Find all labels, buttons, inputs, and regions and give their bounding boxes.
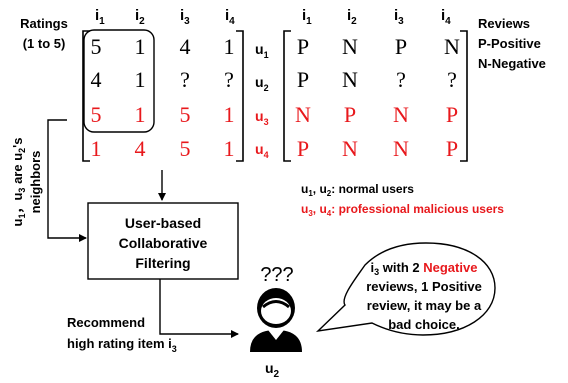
cf-box-line2: Collaborative: [119, 235, 208, 251]
bubble-line2: reviews, 1 Positive: [366, 279, 482, 294]
cf-box-line1: User-based: [125, 215, 201, 231]
user-u2-label: u2: [265, 360, 280, 380]
review-item-header: i3: [394, 7, 404, 27]
review-cell: P: [297, 136, 309, 161]
bubble-line4: bad choice.: [388, 317, 460, 332]
rating-item-header: i4: [225, 7, 235, 27]
reviews-right-bracket: [460, 30, 468, 162]
legend-positive: P-Positive: [478, 36, 541, 51]
user-avatar-icon: [250, 288, 302, 352]
review-cell: N: [393, 102, 409, 127]
review-cell: N: [342, 67, 358, 92]
neighbors-label-line2: neighbors: [28, 151, 43, 214]
review-cell: P: [446, 136, 458, 161]
legend-normal-users: u1, u2: normal users: [301, 182, 414, 198]
rating-cell: 4: [180, 34, 191, 59]
rating-cell: 5: [91, 102, 102, 127]
review-cell: N: [295, 102, 311, 127]
ratings-left-bracket: [82, 30, 90, 162]
neighbors-arrow: [47, 119, 87, 242]
rating-cell: 1: [91, 136, 102, 161]
rating-cell: 4: [135, 136, 146, 161]
reviews-title: Reviews: [478, 16, 530, 31]
review-item-headers: i1 i2 i3 i4: [302, 7, 451, 27]
bubble-line1: i3 with 2 Negative: [371, 260, 478, 277]
rating-cell: 5: [180, 136, 191, 161]
rating-item-header: i2: [135, 7, 145, 27]
user-label: u3: [255, 108, 269, 127]
rating-cell: 1: [135, 34, 146, 59]
rating-cell: ?: [224, 67, 234, 92]
review-cell: P: [446, 102, 458, 127]
confused-question-marks: ???: [260, 264, 293, 286]
user-labels: u1 u2 u3 u4: [255, 41, 269, 160]
ratings-item-headers: i1 i2 i3 i4: [95, 7, 235, 27]
rating-cell: 1: [224, 102, 235, 127]
review-cell: P: [395, 34, 407, 59]
review-cell: ?: [447, 67, 457, 92]
ratings-title: Ratings: [20, 16, 68, 31]
review-item-header: i1: [302, 7, 312, 27]
review-cell: P: [297, 34, 309, 59]
rating-item-header: i1: [95, 7, 105, 27]
neighbors-label: u1，u3 are u2's: [10, 138, 27, 227]
user-label: u1: [255, 41, 269, 60]
bubble-line3: review, it may be a: [367, 298, 482, 313]
reviews-left-bracket: [283, 30, 291, 162]
legend-negative: N-Negative: [478, 56, 546, 71]
rating-cell: 1: [224, 136, 235, 161]
review-item-header: i4: [441, 7, 451, 27]
recommend-arrow: [159, 279, 239, 338]
cf-box-line3: Filtering: [135, 255, 190, 271]
ratings-scale: (1 to 5): [23, 36, 66, 51]
rating-cell: 1: [135, 102, 146, 127]
recommend-line1: Recommend: [67, 315, 145, 330]
ratings-right-bracket: [236, 30, 244, 162]
review-cell: ?: [396, 67, 406, 92]
review-cell: P: [297, 67, 309, 92]
user-label: u2: [255, 74, 269, 93]
rating-cell: 5: [91, 34, 102, 59]
speech-bubble: [315, 242, 496, 336]
ratings-matrix: 5 1 4 1 4 1 ? ? 5 1 5 1 1 4 5 1: [91, 34, 235, 161]
review-cell: N: [342, 136, 358, 161]
rating-cell: 5: [180, 102, 191, 127]
reviews-matrix: P N P N P N ? ? N P N P P N N P: [295, 34, 460, 161]
cf-box: [87, 202, 239, 280]
review-cell: N: [342, 34, 358, 59]
rating-cell: 1: [135, 67, 146, 92]
user-label: u4: [255, 141, 269, 160]
rating-cell: ?: [180, 67, 190, 92]
recommend-line2: high rating item i3: [67, 336, 177, 354]
rating-item-header: i3: [180, 7, 190, 27]
rating-cell: 1: [224, 34, 235, 59]
review-item-header: i2: [347, 7, 357, 27]
rating-cell: 4: [91, 67, 102, 92]
neighbor-highlight-box: [83, 29, 155, 133]
review-cell: P: [344, 102, 356, 127]
review-cell: N: [393, 136, 409, 161]
legend-malicious-users: u3, u4: professional malicious users: [301, 202, 504, 218]
review-cell: N: [444, 34, 460, 59]
